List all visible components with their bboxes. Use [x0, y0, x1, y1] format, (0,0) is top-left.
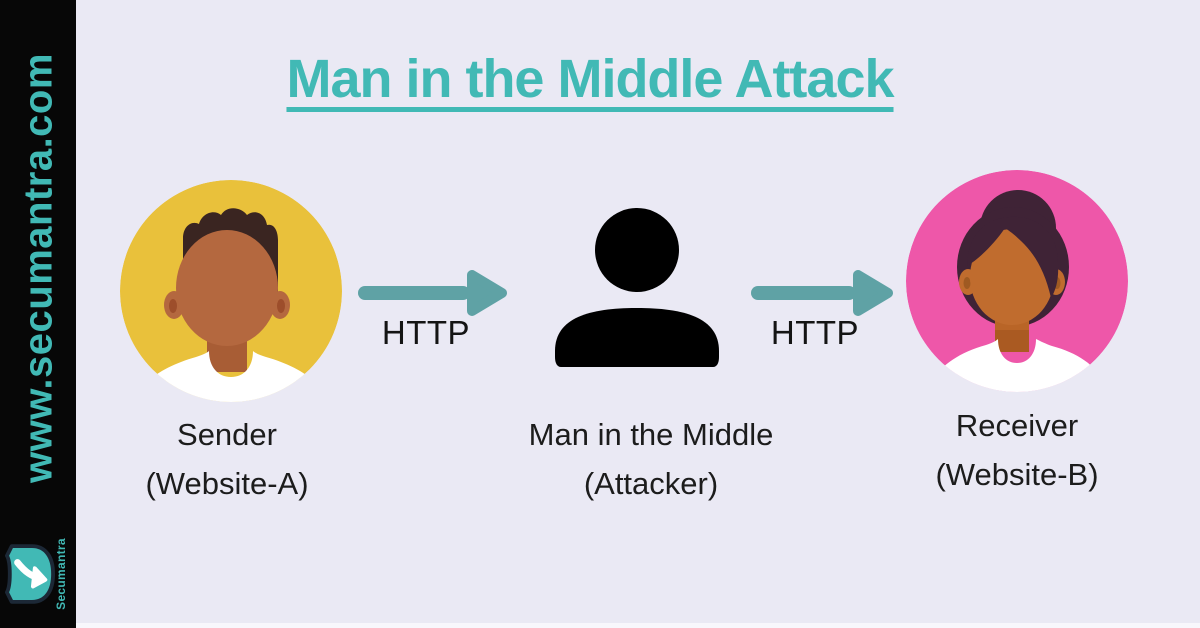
- sender-label: Sender (Website-A): [57, 410, 397, 508]
- receiver-subtitle: (Website-B): [935, 457, 1099, 492]
- receiver-name: Receiver: [955, 408, 1079, 443]
- woman-hair-fringe: [967, 216, 1059, 298]
- sender-subtitle: (Website-A): [145, 466, 309, 501]
- attacker-label: Man in the Middle (Attacker): [481, 410, 821, 508]
- receiver-avatar: [906, 170, 1128, 392]
- site-url-vertical: www.secumantra.com: [16, 53, 61, 483]
- sender-avatar: [120, 180, 342, 402]
- brand-shield-icon: [5, 544, 55, 604]
- http-label-1: HTTP: [381, 314, 471, 351]
- boy-face: [176, 230, 278, 346]
- boy-shirt: [134, 351, 328, 402]
- receiver-label: Receiver (Website-B): [847, 401, 1187, 499]
- attacker-silhouette-icon: [555, 208, 719, 367]
- sender-name: Sender: [177, 417, 277, 452]
- page-title: Man in the Middle Attack: [286, 49, 894, 109]
- http-label-2: HTTP: [770, 314, 860, 351]
- bottom-strip: [76, 623, 1200, 628]
- brand-logo-text: Secumantra: [54, 538, 68, 610]
- arrow-sender-to-attacker-icon: [358, 270, 507, 316]
- woman-shirt: [926, 339, 1108, 392]
- arrow-attacker-to-receiver-icon: [751, 270, 893, 316]
- attacker-name: Man in the Middle: [528, 417, 774, 452]
- sidebar: www.secumantra.com Secumantra: [0, 0, 76, 628]
- attacker-subtitle: (Attacker): [583, 466, 719, 501]
